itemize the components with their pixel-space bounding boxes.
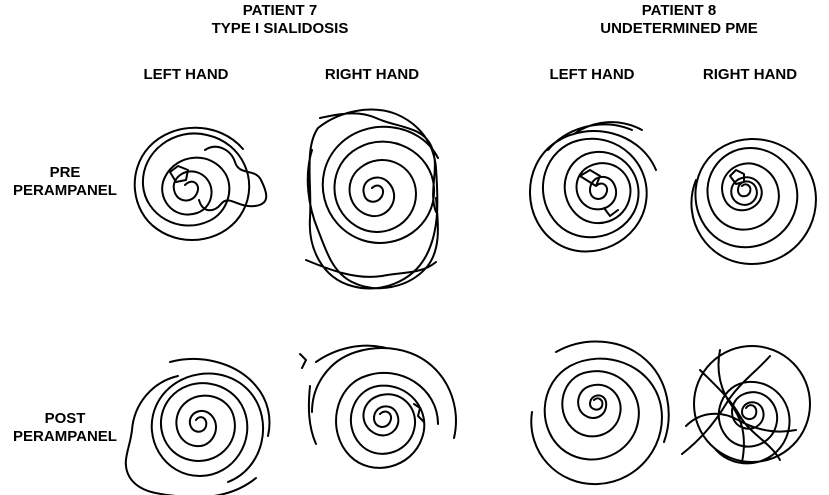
p8-right-hand-header: RIGHT HAND bbox=[702, 66, 798, 83]
row-label-pre-line2: PERAMPANEL bbox=[13, 182, 117, 199]
spiral-p7-post-left bbox=[124, 358, 271, 495]
spiral-p8-post-right bbox=[681, 345, 811, 465]
patient-8-name: PATIENT 8 bbox=[641, 2, 717, 19]
spiral-p8-pre-right bbox=[690, 138, 817, 265]
row-label-post: POST PERAMPANEL bbox=[0, 410, 130, 446]
patient-7-name: PATIENT 7 bbox=[242, 2, 318, 19]
row-label-pre: PRE PERAMPANEL bbox=[0, 164, 130, 200]
spiral-p8-pre-left bbox=[529, 121, 657, 253]
row-label-post-line1: POST bbox=[44, 410, 86, 427]
spiral-p7-pre-left bbox=[133, 126, 268, 241]
spiral-p7-post-right bbox=[299, 344, 457, 469]
spiral-p8-post-left bbox=[530, 340, 670, 486]
patient-8-diagnosis: UNDETERMINED PME bbox=[600, 20, 758, 37]
p7-left-hand-header: LEFT HAND bbox=[143, 66, 229, 83]
p7-right-hand-header: RIGHT HAND bbox=[324, 66, 420, 83]
patient-8-header: PATIENT 8 UNDETERMINED PME bbox=[549, 2, 809, 38]
patient-7-header: PATIENT 7 TYPE I SIALIDOSIS bbox=[150, 2, 410, 38]
row-label-pre-line1: PRE bbox=[49, 164, 81, 181]
patient-7-diagnosis: TYPE I SIALIDOSIS bbox=[211, 20, 349, 37]
row-label-post-line2: PERAMPANEL bbox=[13, 428, 117, 445]
p8-left-hand-header: LEFT HAND bbox=[549, 66, 635, 83]
spiral-p7-pre-right bbox=[305, 108, 439, 290]
